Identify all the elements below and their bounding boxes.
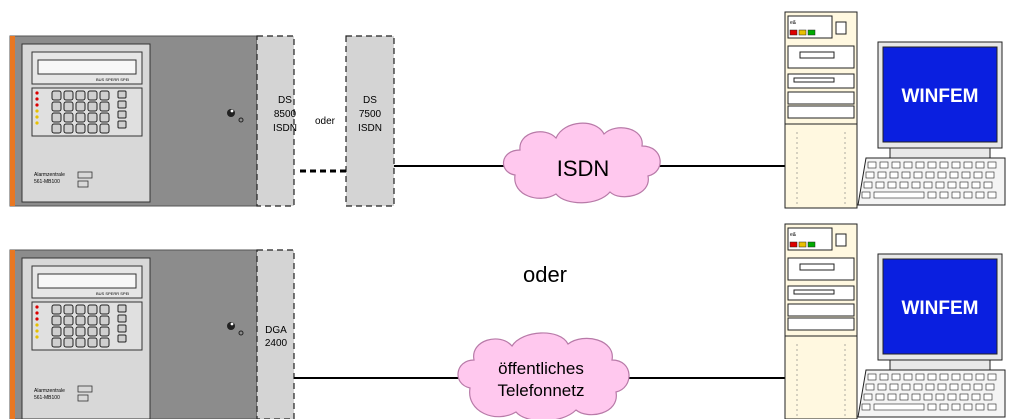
ds8500-line1: DS — [278, 95, 292, 106]
ds7500-module: DS 7500 ISDN — [345, 35, 395, 207]
ds7500-line1: DS — [363, 95, 377, 106]
dga-line1: DGA — [265, 325, 287, 336]
ds7500-line2: 7500 — [359, 109, 382, 120]
ds8500-line2: 8500 — [274, 109, 297, 120]
bottom-alarm-panel: BUS SPERR SPEI Alarmzentrale 561-MB100 — [9, 249, 258, 419]
ds8500-line3: ISDN — [273, 123, 297, 134]
oder-small-label: oder — [315, 116, 336, 127]
dga-line2: 2400 — [265, 338, 288, 349]
top-pc-tower: e& — [784, 11, 858, 209]
telefonnetz-cloud: öffentliches Telefonnetz — [457, 332, 630, 419]
svg-text:BUS SPERR SPEI: BUS SPERR SPEI — [96, 291, 129, 296]
bottom-pc-tower: e& — [784, 223, 858, 419]
top-panel-label-1: Alarmzentrale — [34, 172, 65, 178]
dga2400-module: DGA 2400 — [256, 249, 295, 419]
bottom-panel-label-2: 561-MB100 — [34, 395, 60, 401]
bottom-monitor-label: WINFEM — [901, 298, 978, 319]
bottom-panel-label-1: Alarmzentrale — [34, 388, 65, 394]
bottom-keyboard — [857, 369, 1006, 418]
isdn-cloud: ISDN — [503, 122, 661, 204]
telefonnetz-label-2: Telefonnetz — [498, 381, 585, 400]
top-alarm-panel: BUS SPERR SPEI Alarmzentrale 561-MB100 — [9, 35, 258, 207]
top-monitor-label: WINFEM — [901, 86, 978, 107]
svg-text:e&: e& — [790, 232, 797, 238]
bottom-keypad — [31, 301, 143, 351]
top-monitor: WINFEM — [877, 41, 1003, 159]
top-panel-label-2: 561-MB100 — [34, 179, 60, 185]
svg-text:BUS SPERR SPEI: BUS SPERR SPEI — [96, 77, 129, 82]
svg-text:e&: e& — [790, 20, 797, 26]
ds8500-module: DS 8500 ISDN — [256, 35, 297, 207]
top-keyboard — [857, 157, 1006, 206]
bottom-monitor: WINFEM — [877, 253, 1003, 371]
top-keypad — [31, 87, 143, 137]
telefonnetz-label-1: öffentliches — [498, 359, 584, 378]
isdn-cloud-label: ISDN — [557, 156, 610, 181]
oder-separator-label: oder — [523, 262, 567, 287]
ds7500-line3: ISDN — [358, 123, 382, 134]
